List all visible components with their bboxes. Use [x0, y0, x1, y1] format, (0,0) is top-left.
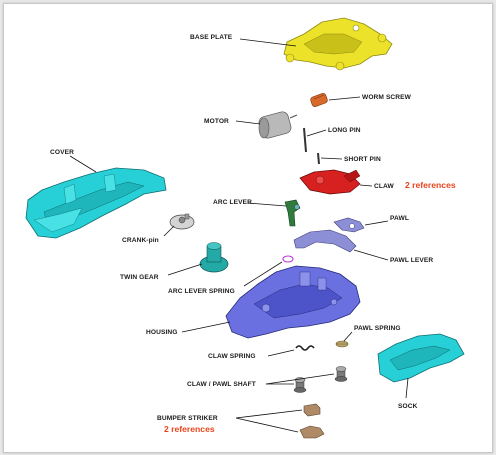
arc-lever-spring-leader: [243, 261, 283, 287]
label-short-pin: SHORT PIN: [344, 156, 381, 163]
label-long-pin: LONG PIN: [328, 127, 361, 134]
label-pawl-lever: PAWL LEVER: [390, 257, 433, 264]
pawl-spring-part: [335, 340, 349, 348]
label-base-plate: BASE PLATE: [190, 34, 233, 41]
cover-part: [25, 167, 167, 239]
long-pin-part: [303, 127, 307, 153]
motor-part: [258, 111, 298, 139]
pawl-spring-leader: [343, 331, 353, 342]
claw-part: [299, 169, 361, 195]
crank-pin-leader: [163, 225, 175, 237]
label-cover: COVER: [50, 149, 74, 156]
arc-lever-part: [284, 199, 301, 227]
label-motor: MOTOR: [204, 118, 229, 125]
claw-leader: [359, 184, 373, 187]
label-sock: SOCK: [398, 403, 418, 410]
bumper-striker-leader-1: [235, 409, 303, 419]
claw-references-note: 2 references: [405, 180, 456, 190]
label-housing: HOUSING: [146, 329, 177, 336]
bumper-striker-part-1: [303, 403, 321, 417]
housing-leader: [181, 321, 231, 333]
label-bumper-striker: BUMPER STRIKER: [157, 415, 218, 422]
housing-part: [225, 265, 361, 339]
label-arc-lever-spring: ARC LEVER SPRING: [168, 288, 235, 295]
base-plate-leader: [239, 38, 297, 47]
claw-spring-part: [295, 345, 315, 351]
long-pin-leader: [306, 129, 327, 137]
claw-pawl-shaft-part: [293, 366, 348, 393]
label-twin-gear: TWIN GEAR: [120, 274, 159, 281]
label-claw: CLAW: [374, 183, 394, 190]
label-worm-screw: WORM SCREW: [362, 94, 412, 101]
label-pawl-spring: PAWL SPRING: [354, 325, 401, 332]
claw-spring-leader: [267, 349, 295, 357]
pawl-lever-leader: [353, 249, 389, 261]
base-plate-part: [283, 17, 393, 71]
label-pawl: PAWL: [390, 215, 409, 222]
motor-leader: [235, 120, 261, 125]
label-arc-lever: ARC LEVER: [213, 199, 252, 206]
diagram-frame: BASE PLATE WORM SCREW MOTOR LONG PIN SHO…: [3, 3, 493, 453]
bumper-striker-references-note: 2 references: [164, 424, 215, 434]
cover-leader: [69, 155, 97, 173]
crank-pin-part: [169, 213, 195, 230]
worm-screw-leader: [328, 96, 361, 101]
sock-part: [377, 333, 465, 383]
twin-gear-leader: [167, 263, 203, 276]
bumper-striker-part-2: [299, 425, 325, 439]
pawl-lever-part: [293, 229, 357, 253]
arc-lever-leader: [247, 202, 287, 207]
arc-lever-spring-part: [282, 255, 294, 263]
pawl-part: [333, 217, 365, 233]
label-claw-pawl-shaft: CLAW / PAWL SHAFT: [187, 381, 256, 388]
short-pin-part: [317, 152, 320, 165]
claw-pawl-shaft-leader-2: [265, 373, 335, 385]
exploded-assembly-diagram: BASE PLATE WORM SCREW MOTOR LONG PIN SHO…: [25, 17, 465, 439]
sock-leader: [405, 377, 409, 399]
label-claw-spring: CLAW SPRING: [208, 353, 256, 360]
twin-gear-part: [199, 242, 229, 273]
short-pin-leader: [320, 157, 343, 160]
worm-screw-part: [310, 93, 328, 107]
label-crank-pin: CRANK-pin: [122, 237, 159, 244]
bumper-striker-leader-2: [235, 417, 299, 433]
pawl-leader: [364, 220, 389, 226]
